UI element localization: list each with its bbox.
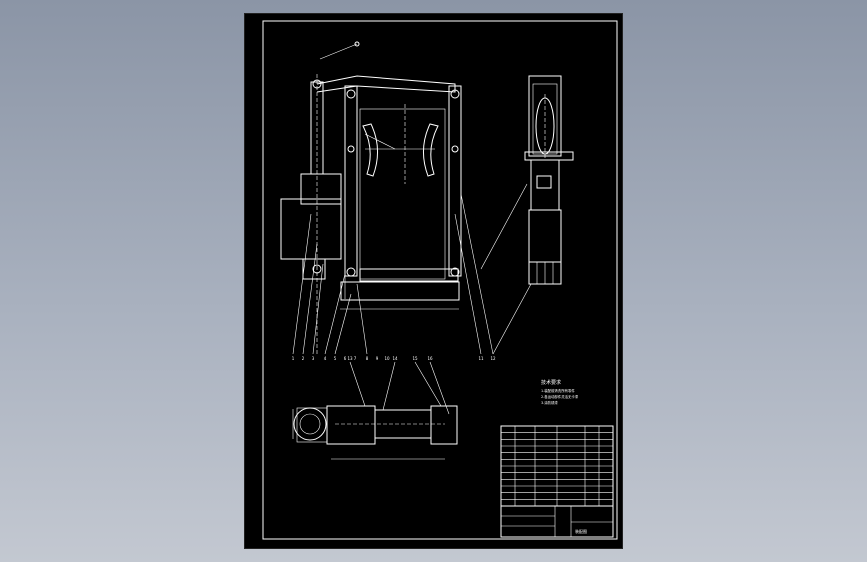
tech-requirement-1: 1.装配前清洗所有零件 (541, 388, 575, 393)
drawing-sheet: 技术要求 1.装配前清洗所有零件 2.各运动部件灵活无卡滞 3.涂防锈漆 装配图… (244, 13, 623, 549)
callout-label: 1 (292, 356, 295, 361)
callout-label: 10 (384, 356, 390, 361)
callout-label: 14 (392, 356, 398, 361)
callout-label: 4 (324, 356, 327, 361)
callout-label: 12 (490, 356, 496, 361)
title-block (500, 505, 614, 538)
callout-label: 7 (354, 356, 357, 361)
callout-label: 13 (347, 356, 353, 361)
callout-label: 9 (376, 356, 379, 361)
right-view (480, 75, 574, 355)
callout-label: 5 (334, 356, 337, 361)
cad-drawing: 技术要求 1.装配前清洗所有零件 2.各运动部件灵活无卡滞 3.涂防锈漆 装配图… (262, 20, 618, 540)
callout-label: 16 (427, 356, 433, 361)
callout-label: 3 (312, 356, 315, 361)
main-view (280, 41, 494, 355)
callout-label: 15 (412, 356, 418, 361)
callout-label: 8 (366, 356, 369, 361)
callout-label: 2 (302, 356, 305, 361)
inner-frame (262, 20, 618, 540)
callout-label: 11 (478, 356, 484, 361)
title-block-label: 装配图 (575, 528, 587, 534)
tech-requirement-2: 2.各运动部件灵活无卡滞 (541, 394, 579, 399)
callout-label: 6 (344, 356, 347, 361)
tech-requirement-3: 3.涂防锈漆 (541, 400, 558, 405)
bottom-view (292, 361, 458, 460)
tech-requirements-heading: 技术要求 (541, 379, 561, 386)
